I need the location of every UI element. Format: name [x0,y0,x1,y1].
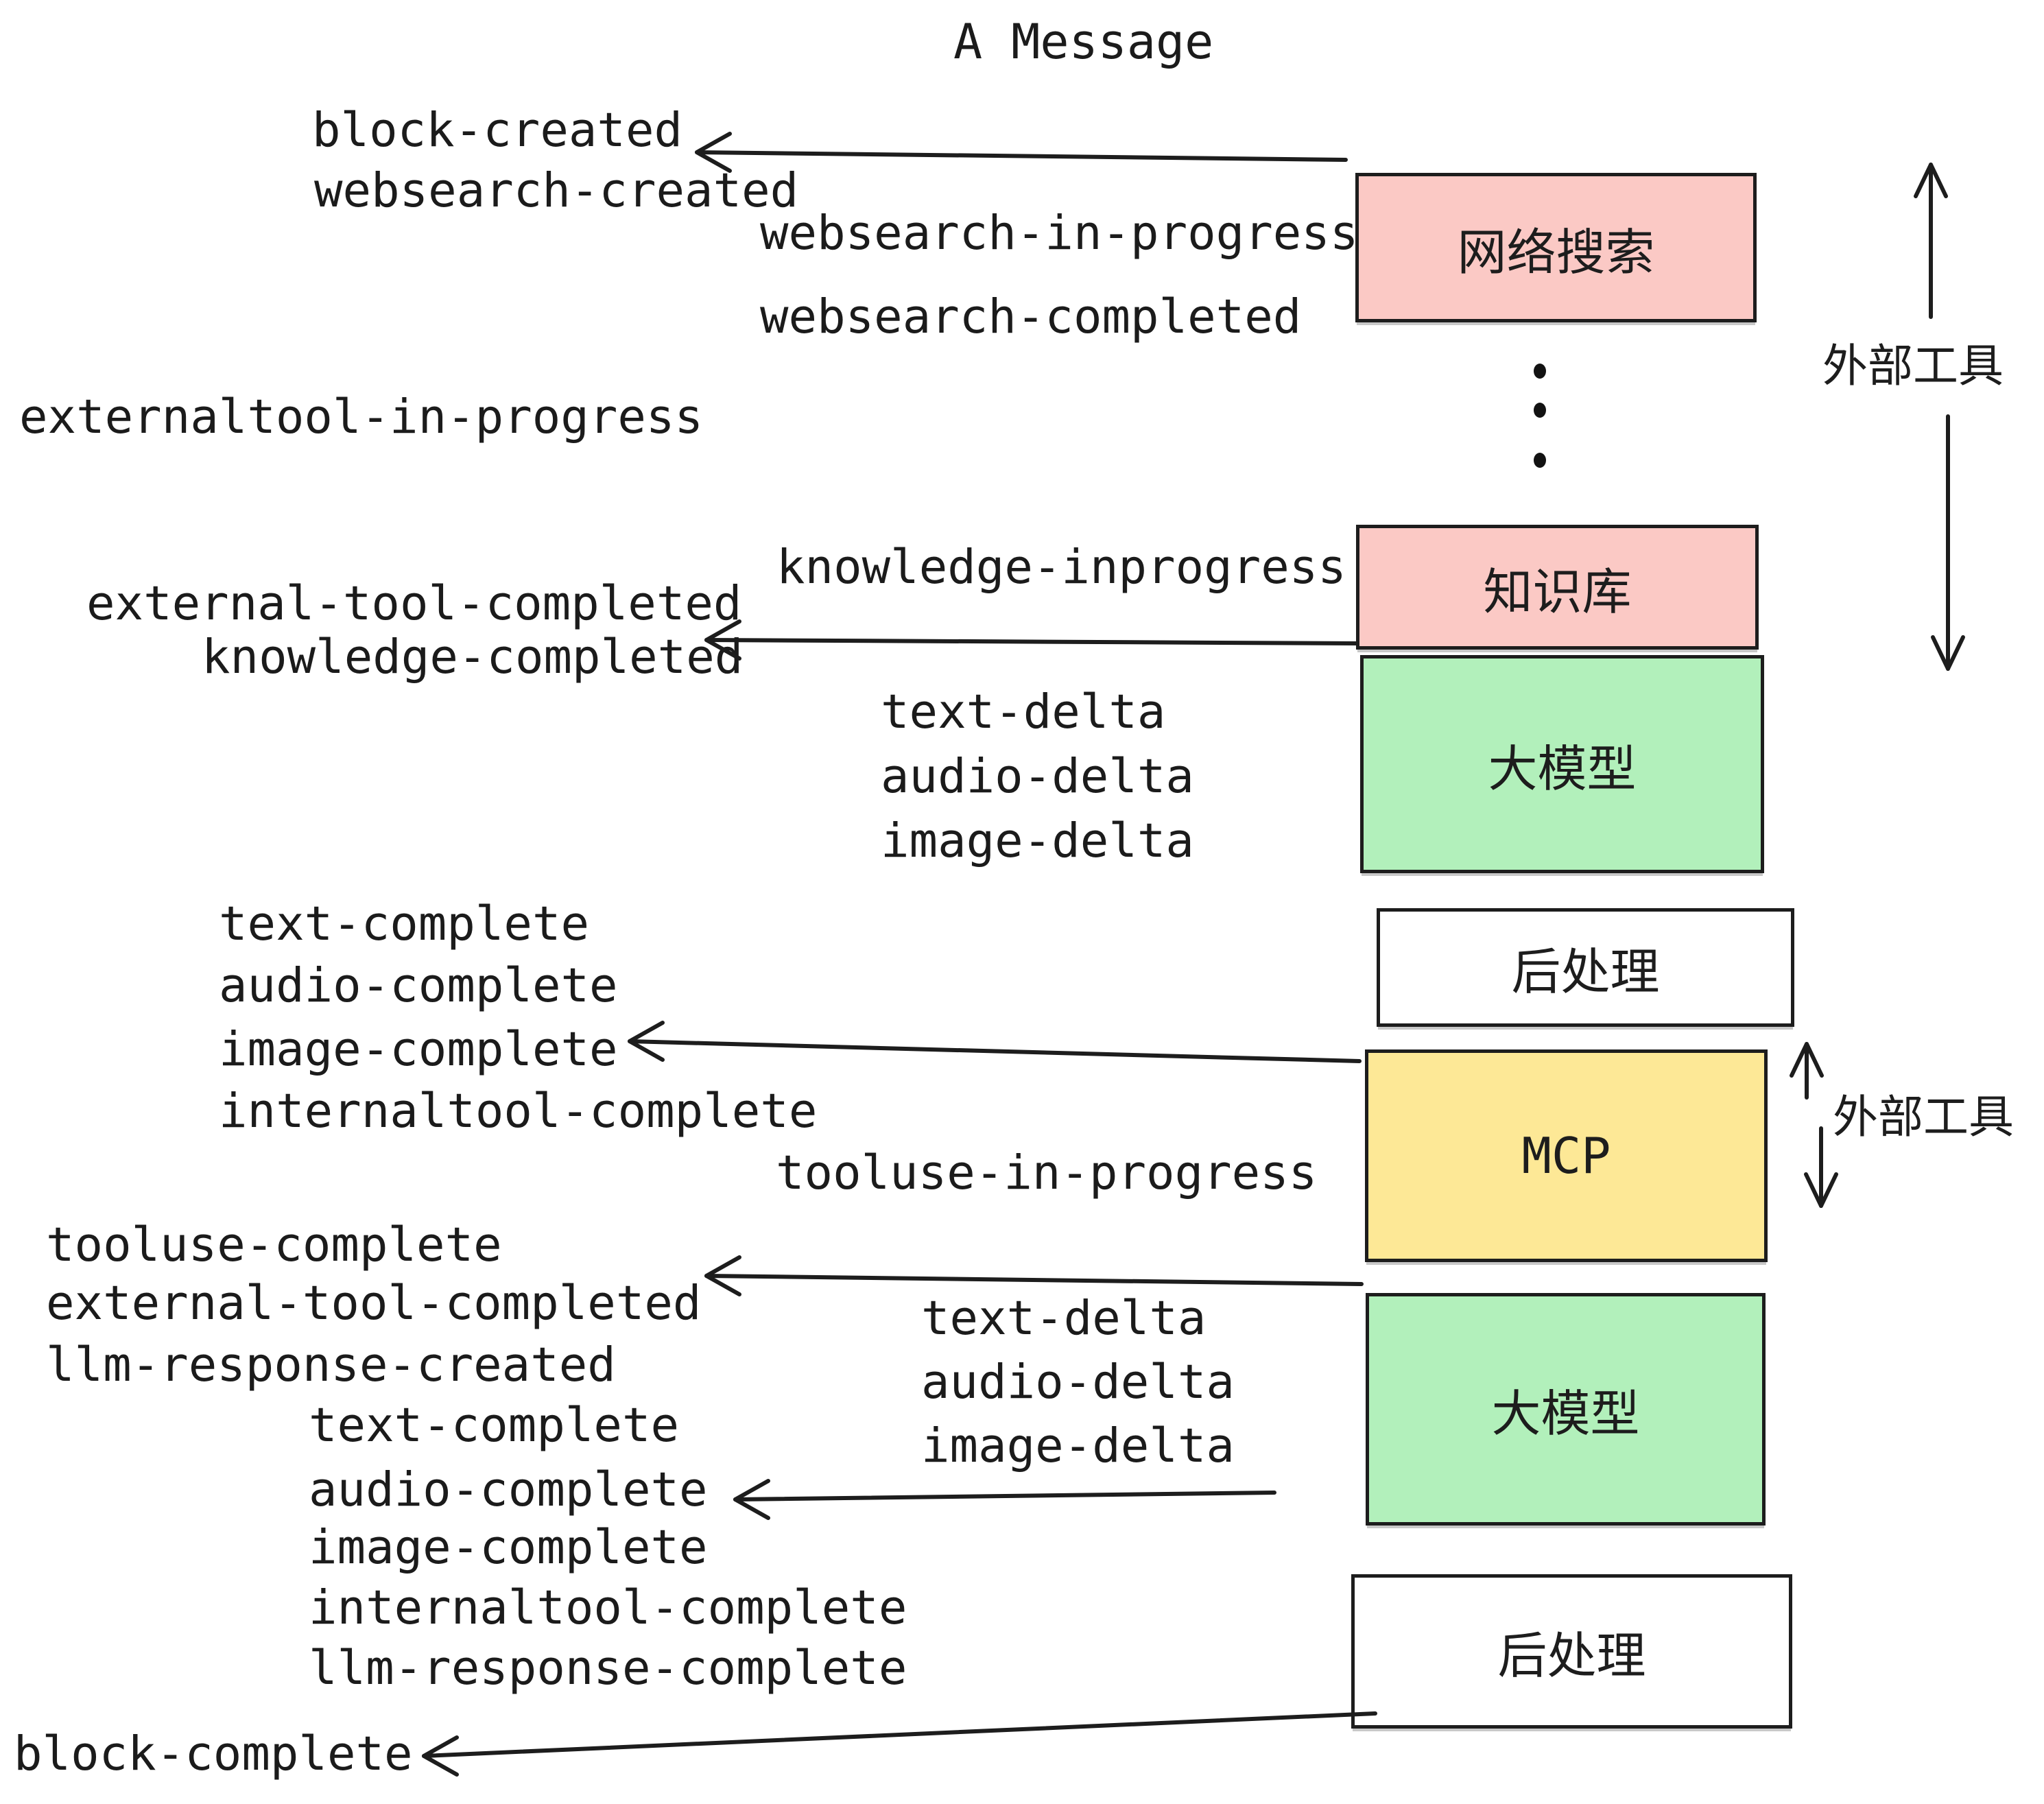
arrow-to-block-complete [422,1711,1377,1777]
event-label-externaltool-in-progress: externaltool-in-progress [19,390,703,444]
arrowhead-left [422,1735,459,1777]
event-label-llm-response-created: llm-response-created [46,1338,616,1392]
box-postprocess-2: 后处理 [1351,1574,1792,1729]
box-label-llm-1: 大模型 [1488,739,1637,798]
event-label-internaltool-complete-2: internaltool-complete [309,1580,907,1635]
ellipsis-dot [1534,364,1546,379]
event-label-text-complete-2: text-complete [309,1398,680,1453]
event-label-websearch-completed: websearch-completed [760,289,1302,344]
box-knowledge: 知识库 [1356,525,1759,650]
page-title: A Message [953,14,1214,70]
box-label-postprocess-1: 后处理 [1511,943,1660,1001]
event-label-text-delta-1: text-delta [881,685,1166,739]
side-label-external-tools-2: 外部工具 [1833,1091,2014,1143]
event-label-llm-response-complete: llm-response-complete [309,1641,907,1696]
ellipsis-dot [1534,403,1546,418]
event-label-audio-complete-1: audio-complete [219,958,618,1013]
event-label-websearch-in-progress: websearch-in-progress [760,206,1359,261]
arrowhead-up [1790,1042,1824,1078]
arrow-external-tools-1-up [1914,163,1948,319]
arrow-external-tools-2-up [1790,1042,1824,1100]
arrowhead-left [704,619,741,661]
event-label-image-complete-1: image-complete [219,1022,618,1077]
event-label-websearch-created: websearch-created [314,163,799,218]
arrow-to-tooluse-complete [704,1255,1364,1296]
arrow-to-block-created [695,132,1348,173]
event-label-tooluse-in-progress: tooluse-in-progress [776,1146,1318,1200]
arrowhead-left [695,132,732,173]
arrowhead-left [733,1479,770,1520]
event-label-block-created: block-created [312,103,683,158]
event-label-block-complete: block-complete [14,1726,413,1781]
event-label-audio-delta-1: audio-delta [881,749,1194,804]
arrowhead-left [704,1255,741,1296]
event-label-knowledge-inprogress: knowledge-inprogress [776,540,1346,595]
box-postprocess-1: 后处理 [1377,908,1794,1027]
arrowhead-up [1914,163,1948,198]
box-label-knowledge: 知识库 [1483,562,1632,621]
ellipsis-dot [1534,453,1546,468]
event-label-tooluse-complete: tooluse-complete [46,1218,502,1272]
event-label-external-tool-completed-2: external-tool-completed [46,1276,702,1331]
arrowhead-down [1931,635,1965,671]
box-label-postprocess-2: 后处理 [1497,1627,1646,1685]
arrow-external-tools-1-down [1931,414,1965,671]
event-label-audio-complete-2: audio-complete [309,1462,708,1517]
event-label-image-delta-2: image-delta [921,1419,1235,1473]
box-llm-2: 大模型 [1366,1293,1766,1526]
event-label-image-delta-1: image-delta [881,814,1194,868]
event-label-external-tool-completed-1: external-tool-completed [86,576,742,631]
box-label-llm-2: 大模型 [1491,1385,1640,1443]
arrow-to-knowledge-completed [704,619,1359,661]
arrowhead-down [1804,1172,1838,1208]
arrow-external-tools-2-down [1804,1126,1838,1208]
box-llm-1: 大模型 [1360,655,1764,873]
side-label-external-tools-1: 外部工具 [1822,340,2004,392]
arrowhead-left [628,1021,665,1062]
arrow-to-audio-complete [733,1479,1276,1520]
event-label-audio-delta-2: audio-delta [921,1355,1235,1410]
box-websearch: 网络搜索 [1355,173,1757,322]
event-label-internaltool-complete-1: internaltool-complete [219,1084,818,1139]
box-label-mcp: MCP [1521,1127,1611,1185]
event-label-image-complete-2: image-complete [309,1520,708,1575]
box-label-websearch: 网络搜索 [1457,223,1655,281]
box-mcp: MCP [1365,1049,1768,1262]
event-label-text-delta-2: text-delta [921,1291,1207,1346]
arrow-to-image-complete [628,1021,1362,1063]
event-label-knowledge-completed: knowledge-completed [202,630,744,685]
event-label-text-complete-1: text-complete [219,897,590,951]
